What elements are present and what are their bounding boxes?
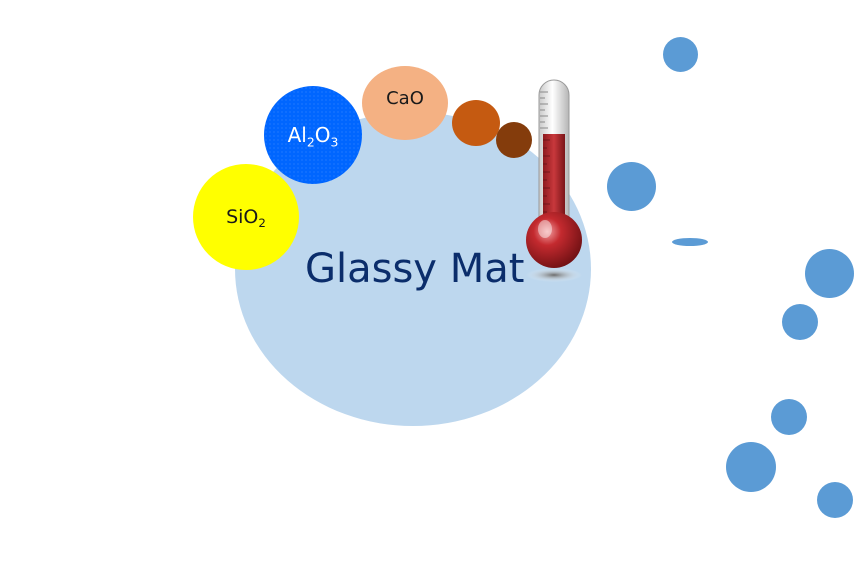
al2o3-label: Al2O3 (287, 123, 339, 150)
oxide-circle-brown (496, 122, 532, 158)
water-droplet-icon (663, 37, 698, 72)
sio2-circle: SiO2 (193, 164, 299, 270)
water-droplet-icon (726, 442, 776, 492)
water-droplet-icon (607, 162, 656, 211)
sio2-label: SiO2 (226, 205, 266, 230)
oxide-circle-orange (452, 100, 500, 146)
water-droplet-icon (805, 249, 854, 298)
thermometer-icon (526, 79, 582, 282)
water-droplet-icon (771, 399, 807, 435)
glassy-mat-title: Glassy Mat (305, 246, 525, 292)
al2o3-circle: Al2O3 (264, 86, 362, 184)
water-droplet-icon (817, 482, 853, 518)
water-droplet-icon (672, 238, 708, 246)
water-droplet-icon (782, 304, 818, 340)
cao-circle: CaO (362, 66, 448, 140)
cao-label: CaO (386, 88, 424, 109)
